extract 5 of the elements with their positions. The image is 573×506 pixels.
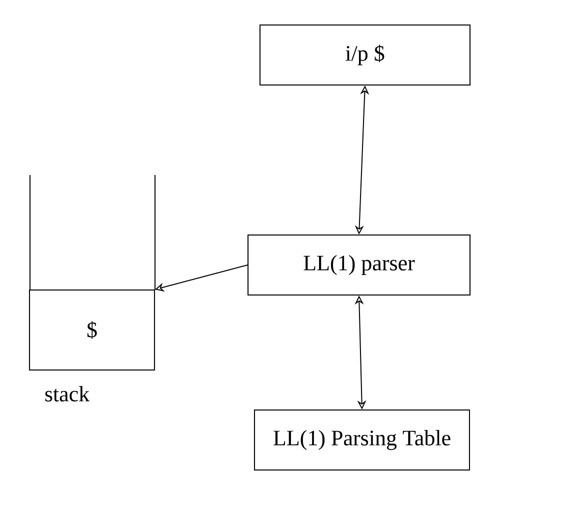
stack-cell: $ <box>29 290 155 370</box>
table-box: LL(1) Parsing Table <box>254 410 470 470</box>
parser-box: LL(1) parser <box>248 234 470 296</box>
stack-label: stack <box>45 386 90 402</box>
input-box: i/p $ <box>260 24 470 86</box>
